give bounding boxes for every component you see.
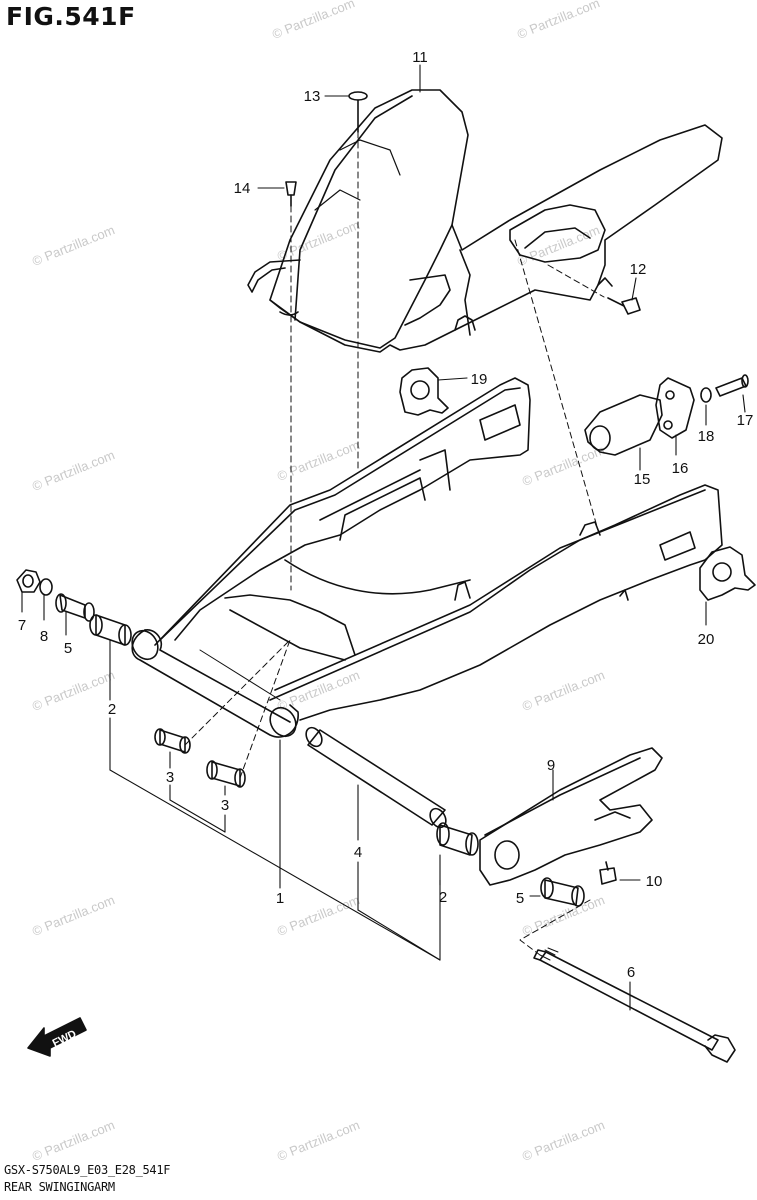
- sleeve-15-part: [584, 394, 663, 456]
- bearing-2-left-part: [89, 614, 132, 646]
- bearing-2-right-part: [436, 822, 479, 856]
- bushing-5-left-part: [55, 593, 95, 622]
- chain-case-part: [247, 89, 723, 353]
- callout-13: 13: [304, 88, 321, 105]
- callout-4: 4: [354, 844, 362, 861]
- callout-5-left: 5: [64, 640, 72, 657]
- spacer-4-part: [305, 726, 447, 829]
- callout-8: 8: [40, 628, 48, 645]
- fwd-arrow-icon: FWD: [27, 1017, 87, 1057]
- fastener-14-part: [285, 181, 297, 207]
- callout-19: 19: [471, 371, 488, 388]
- callout-2-left: 2: [108, 701, 116, 718]
- screw-13-part: [348, 91, 368, 133]
- bearing-3-lower-part: [206, 760, 246, 788]
- nut-7-part: [16, 569, 41, 593]
- callout-2-right: 2: [439, 889, 447, 906]
- bolt-10-part: [599, 861, 617, 885]
- bracket-lines: [169, 799, 441, 961]
- bearing-3-upper-part: [154, 728, 191, 754]
- chain-guide-part: [479, 747, 663, 886]
- washer-18-part: [700, 387, 712, 403]
- callout-9: 9: [547, 757, 555, 774]
- pivot-shaft-6-part: [533, 947, 736, 1063]
- callout-14: 14: [234, 180, 251, 197]
- assembly-dashed-lines: [184, 131, 605, 956]
- callout-20: 20: [698, 631, 715, 648]
- callout-12: 12: [630, 261, 647, 278]
- callout-17: 17: [737, 412, 754, 429]
- callout-7: 7: [18, 617, 26, 634]
- callout-3-lower: 3: [221, 797, 229, 814]
- bracket-20-part: [699, 546, 756, 601]
- callout-1: 1: [276, 890, 284, 907]
- callout-3-upper: 3: [166, 769, 174, 786]
- bracket-19-part: [399, 367, 449, 416]
- swingarm-part: [131, 377, 723, 738]
- leader-lines: [21, 64, 746, 1011]
- bushing-5-right-part: [540, 877, 585, 907]
- callout-10: 10: [646, 873, 663, 890]
- diagram-code: GSX-S750AL9_E03_E28_541F: [4, 1163, 171, 1177]
- diagram-name: REAR SWINGINGARM: [4, 1180, 115, 1194]
- callout-15: 15: [634, 471, 651, 488]
- bolt-17-part: [715, 374, 749, 397]
- callout-6: 6: [627, 964, 635, 981]
- plate-16-part: [655, 377, 695, 439]
- callout-16: 16: [672, 460, 689, 477]
- figure-title: FIG.541F: [6, 2, 136, 31]
- washer-8-part: [39, 578, 53, 596]
- callout-18: 18: [698, 428, 715, 445]
- bolt-12-part: [607, 297, 641, 315]
- callout-5-right: 5: [516, 890, 524, 907]
- callout-labels: 11 13 14 12 19 17 18 16 15 20 7 8 5 2 3 …: [18, 49, 754, 981]
- callout-11: 11: [412, 49, 428, 66]
